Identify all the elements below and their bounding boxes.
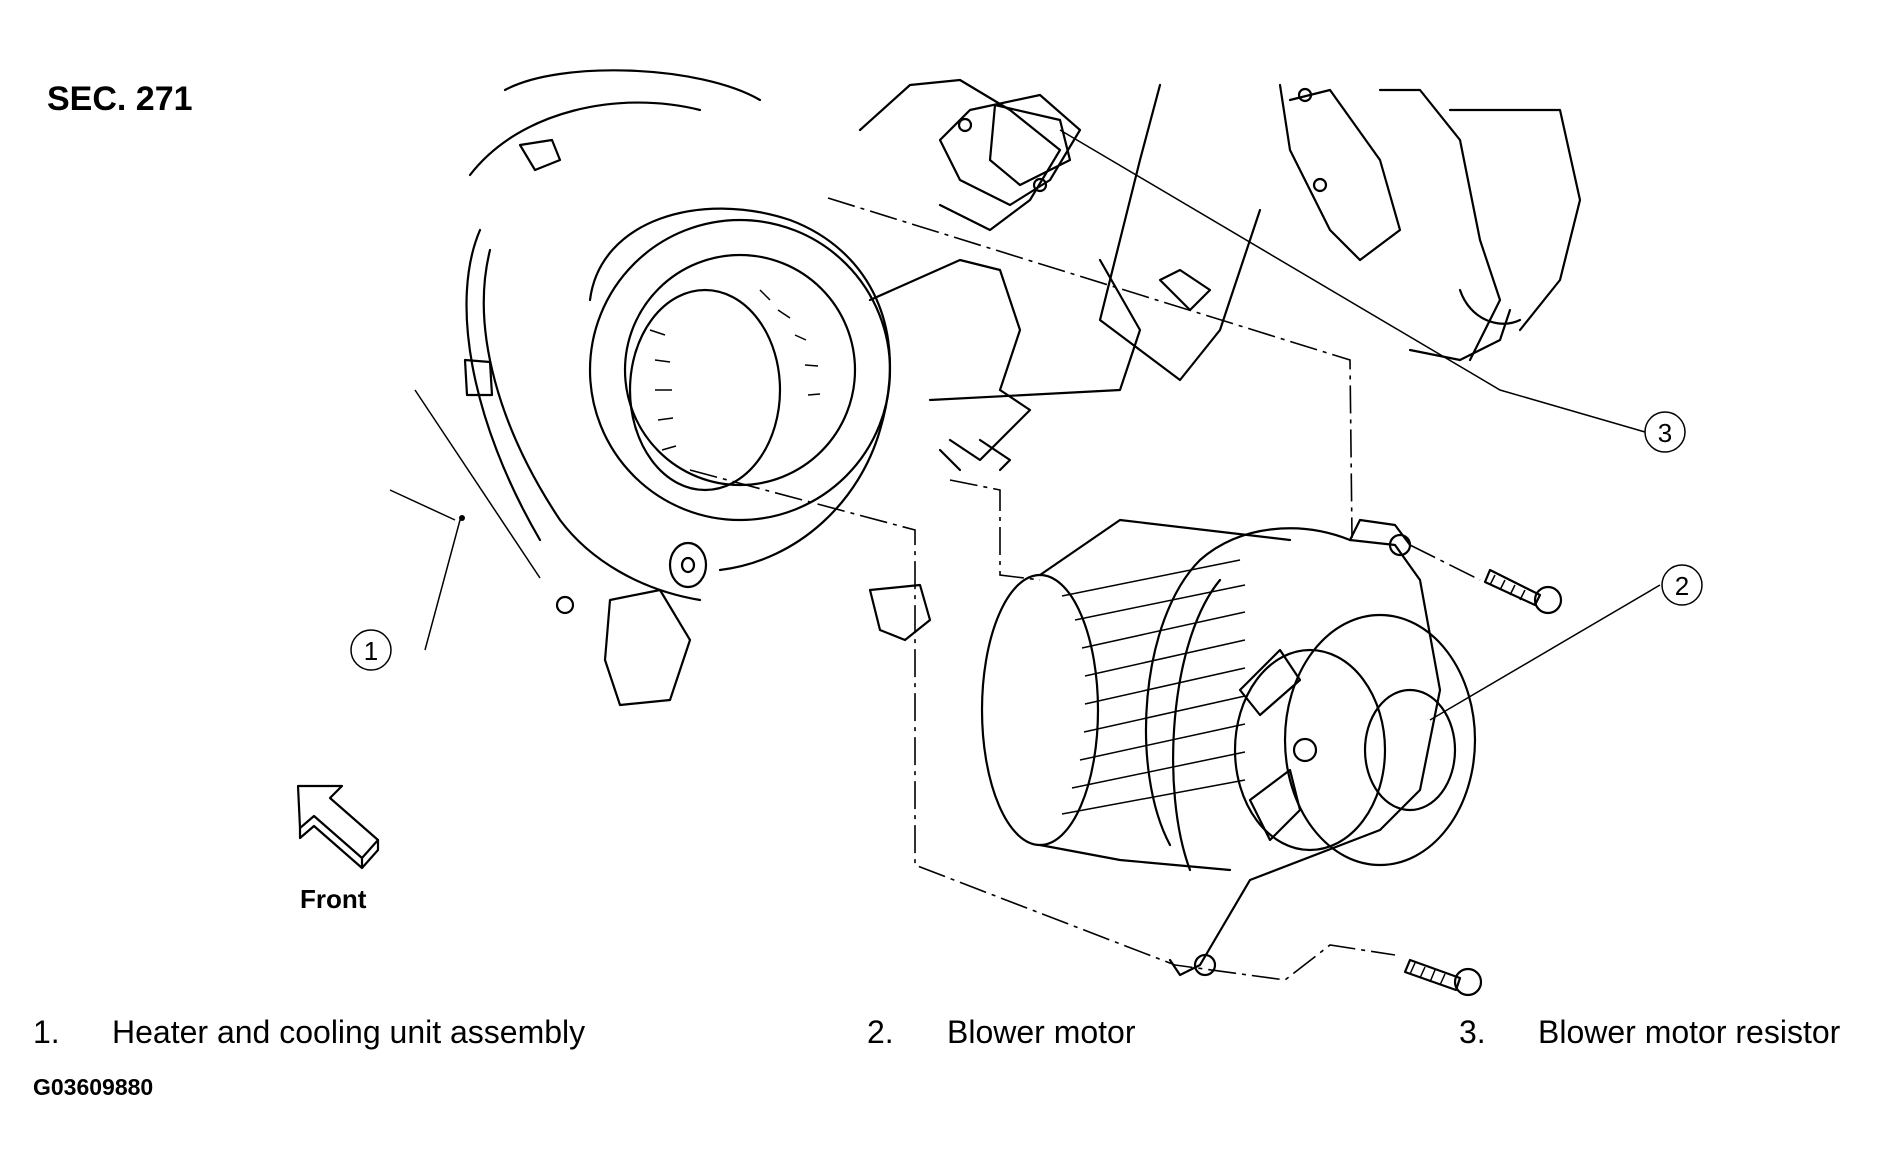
callout-1-label: 1: [364, 636, 378, 666]
callout-leaders: [389, 129, 1661, 721]
callout-2: 2: [1661, 564, 1703, 606]
legend-num: 1.: [33, 1014, 60, 1050]
heater-cooling-unit-drawing: [463, 69, 1142, 707]
callout-3: 3: [1644, 411, 1686, 453]
alignment-lines: [689, 197, 1481, 981]
legend-text: Blower motor: [947, 1014, 1136, 1050]
front-label: Front: [300, 884, 367, 914]
legend-text: Blower motor resistor: [1538, 1014, 1841, 1050]
callout-2-label: 2: [1675, 571, 1689, 601]
screw-lower: [1403, 958, 1483, 997]
blower-motor-drawing: [980, 518, 1477, 977]
legend-num: 3.: [1459, 1014, 1486, 1050]
legend-text: Heater and cooling unit assembly: [112, 1014, 586, 1050]
callout-1: 1: [350, 629, 392, 671]
section-title: SEC. 271: [47, 80, 193, 118]
legend-num: 2.: [867, 1014, 894, 1050]
front-arrow-icon: [296, 784, 380, 870]
figure-id: G03609880: [33, 1074, 154, 1100]
screw-upper: [1483, 568, 1563, 615]
callout-3-label: 3: [1658, 418, 1672, 448]
upper-duct-drawing: [858, 78, 1582, 382]
